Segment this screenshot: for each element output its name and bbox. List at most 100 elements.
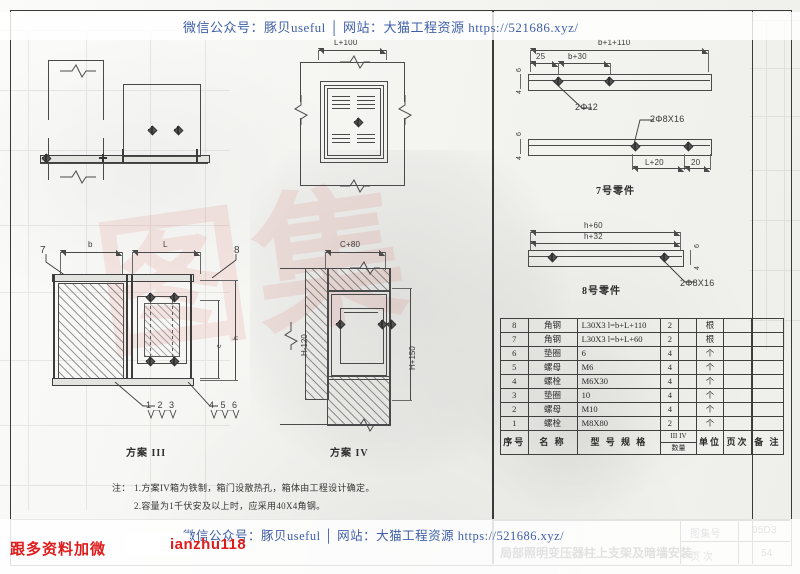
cell-name: 螺母 <box>527 402 578 417</box>
dim-line <box>632 165 684 172</box>
cell-no: 6 <box>500 346 529 361</box>
break-symbol-left <box>294 95 308 125</box>
dim-part7-L20: L+20 <box>645 158 664 167</box>
table-row: 7 角钢 L30X3 l=b+L+60 2 根 <box>500 332 785 347</box>
cell-qty2 <box>678 332 697 347</box>
dim-part7-20: 20 <box>691 158 701 167</box>
cell-qty: 2 <box>660 332 680 347</box>
cell-remark <box>750 402 785 417</box>
dim-part7-t6b: 6 <box>516 132 523 136</box>
hole-mark <box>659 252 670 263</box>
dim-scheme4-height: H+150 <box>408 346 417 370</box>
dim-line <box>530 60 558 67</box>
cell-page <box>723 402 752 417</box>
bolt-mark <box>173 125 184 136</box>
angle-bar-7b <box>528 139 712 156</box>
hole-mark <box>553 76 564 87</box>
cell-qty2 <box>678 416 697 431</box>
bolt-mark <box>147 125 158 136</box>
cell-name: 螺栓 <box>527 374 578 389</box>
cell-qty: 4 <box>660 402 680 417</box>
brace-right <box>210 410 240 420</box>
cell-spec: M10 <box>576 402 662 417</box>
label-part7-hole-b: 2Φ8X16 <box>650 114 685 124</box>
leader-line <box>187 382 218 407</box>
cell-spec: 10 <box>576 388 662 403</box>
label-part7-hole-a: 2Φ12 <box>575 102 598 112</box>
caption-part-8: 8号零件 <box>582 286 621 297</box>
leader-line <box>551 79 592 109</box>
bolt-mark <box>377 319 388 330</box>
cell-no: 1 <box>500 416 529 431</box>
dim-part7-t6a: 6 <box>516 68 523 72</box>
angle-bar-8 <box>528 250 684 267</box>
recess-niche <box>327 290 391 380</box>
cell-name: 螺栓 <box>527 416 578 431</box>
dim-scheme4-width: C+80 <box>340 240 361 249</box>
header-remark: 备 注 <box>750 430 785 455</box>
cell-spec: L30X3 l=b+L+110 <box>576 318 662 333</box>
dim-line-v <box>218 300 219 378</box>
dim-part8-h32: h+32 <box>584 232 603 241</box>
cell-no: 4 <box>500 374 529 389</box>
dim-line <box>318 47 386 54</box>
dim-line <box>325 249 385 256</box>
cell-unit: 根 <box>695 332 725 347</box>
dim-scheme3-b: b <box>88 240 93 249</box>
bolt-mark <box>145 356 156 367</box>
cell-name: 螺母 <box>527 360 578 375</box>
header-qty-bottom: 数量 <box>660 442 697 455</box>
cell-remark <box>750 388 785 403</box>
break-symbol-wall-bottom <box>350 418 380 432</box>
bolt-mark <box>41 153 52 164</box>
wall-hatch-bottom <box>327 376 391 426</box>
break-symbol-top <box>60 64 96 78</box>
leader-line <box>114 382 155 407</box>
lock-mark <box>353 117 364 128</box>
notes-label: 注： <box>112 483 131 493</box>
cell-spec: L30X3 l=b+L+60 <box>576 332 662 347</box>
dim-line <box>530 240 680 247</box>
break-symbol-bottom <box>60 170 96 184</box>
callout-parts-left: 1 2 3 <box>146 400 177 410</box>
cell-qty: 4 <box>660 374 680 389</box>
dim-part8-t6: 6 <box>694 244 701 248</box>
header-page: 页次 <box>723 430 752 455</box>
cell-page <box>723 388 752 403</box>
bolt-mark <box>335 319 346 330</box>
header-unit: 单位 <box>695 430 725 455</box>
table-row: 8 角钢 L30X3 l=b+L+110 2 根 <box>500 318 785 333</box>
header-qty-top: III IV <box>660 430 697 443</box>
cell-page <box>723 346 752 361</box>
note-item: 2.容量为1千伏安及以上时，应采用40X4角钢。 <box>134 501 326 511</box>
cabinet-door <box>327 88 381 156</box>
break-symbol-upper <box>340 55 370 69</box>
transformer-outline <box>137 296 187 364</box>
cell-unit: 个 <box>695 374 725 389</box>
note-item: 1.方案IV箱为铁制，箱门设散热孔，箱体由工程设计确定。 <box>134 483 375 493</box>
cell-qty2 <box>678 402 697 417</box>
dim-line-v <box>235 280 236 380</box>
hole-mark <box>630 141 641 152</box>
angle-bar-bottom <box>52 378 194 386</box>
column-divider <box>492 10 494 564</box>
wall-hatch-top <box>327 268 391 292</box>
dim-line <box>558 60 610 67</box>
leader-line <box>660 257 695 283</box>
cell-remark <box>750 360 785 375</box>
cell-spec: M6 <box>576 360 662 375</box>
cabinet-inner-frame <box>324 85 384 159</box>
caption-part-7: 7号零件 <box>596 186 635 197</box>
cell-page <box>723 360 752 375</box>
break-symbol-lower <box>340 179 370 193</box>
caption-scheme-3: 方案 III <box>126 448 167 459</box>
cell-name: 角钢 <box>527 332 578 347</box>
cell-qty2 <box>678 318 697 333</box>
dim-line <box>60 249 122 256</box>
cell-page <box>723 332 752 347</box>
dim-line-v <box>410 288 411 400</box>
watermark-red-left: 跟多资料加微 <box>10 542 107 558</box>
cell-qty2 <box>678 388 697 403</box>
cell-name: 垫圈 <box>527 346 578 361</box>
